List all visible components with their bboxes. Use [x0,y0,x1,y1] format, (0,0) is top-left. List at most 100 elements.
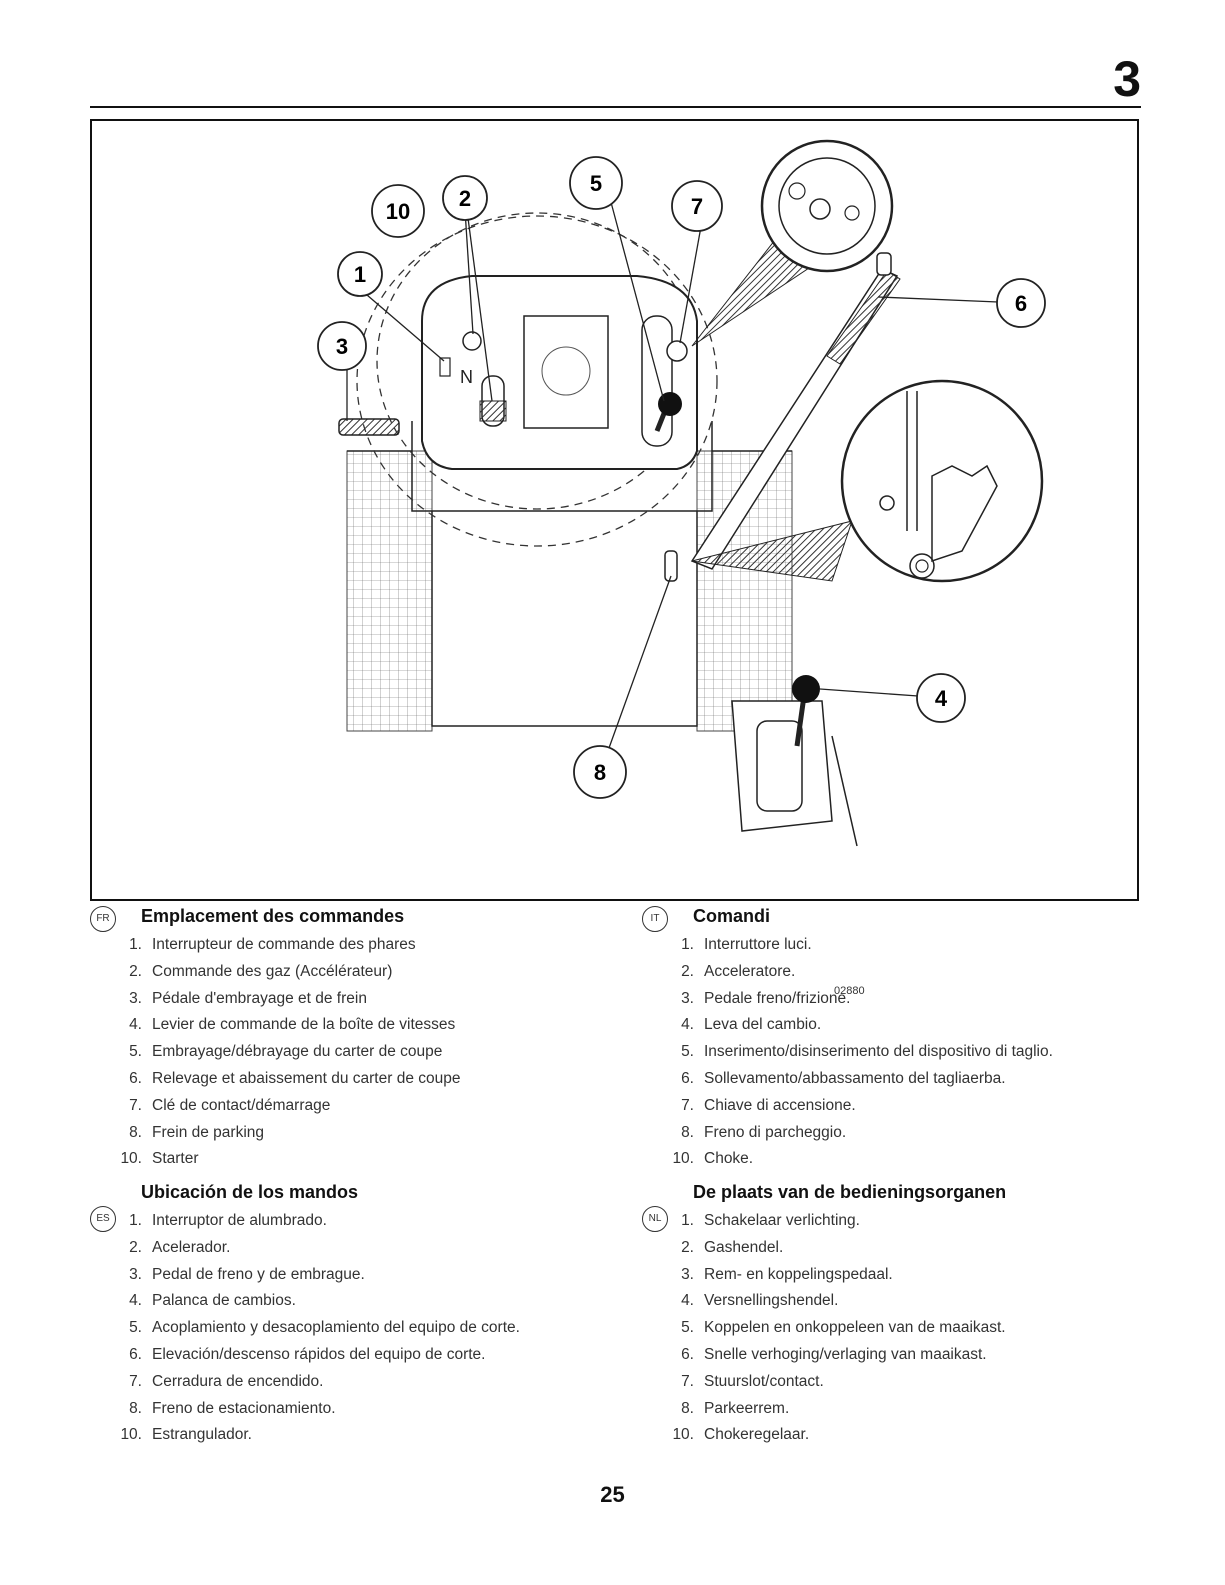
list-item: 1. Schakelaar verlichting. [642,1208,1162,1235]
item-number: 7. [129,1096,142,1114]
item-text: Cerradura de encendido. [152,1372,324,1390]
svg-text:4: 4 [935,686,948,711]
section-title-it: Comandi [693,906,771,926]
callout-5: 5 [569,156,623,210]
list-item: 3.Pédale d'embrayage et de frein [90,986,610,1013]
item-number: 6. [681,1069,694,1087]
item-number: 4. [681,1292,694,1310]
callout-1: 1 [337,251,383,297]
list-item: 7. Clé de contact/démarrage [90,1093,610,1120]
item-number: 6. [129,1069,142,1087]
list-item: 1.Interruttore luci. [642,932,1162,959]
item-text: Snelle verhoging/verlaging van maaikast. [704,1345,987,1363]
list-item: 4. Versnellingshendel. [642,1288,1162,1315]
svg-text:7: 7 [691,194,703,219]
list-item: 3. Rem- en koppelingspedaal. [642,1262,1162,1289]
list-item: 10.Choke. [642,1146,1162,1173]
ignition-key-icon [666,340,688,362]
item-text: Sollevamento/abbassamento del tagliaerba… [704,1069,1006,1087]
item-number: 6. [681,1345,694,1363]
lang-badge-it: IT [642,906,668,932]
list-item: 5.Inserimento/disinserimento del disposi… [642,1039,1162,1066]
item-text: Schakelaar verlichting. [704,1212,860,1229]
svg-text:6: 6 [1015,291,1027,316]
item-number: 4. [129,1016,142,1034]
callout-3: 3 [317,321,367,371]
list-item: 7. Cerradura de encendido. [90,1369,610,1396]
item-text: Leva del cambio. [704,1016,822,1034]
header-rule [90,106,1141,108]
item-text: Elevación/descenso rápidos del equipo de… [152,1345,486,1363]
item-text: Frein de parking [152,1123,265,1141]
svg-text:10: 10 [386,199,410,224]
item-text: Levier de commande de la boîte de vitess… [152,1016,456,1034]
floorboards [346,450,793,732]
list-item: 3.Pedale freno/frizione. [642,986,1162,1013]
item-number: 1. [681,1212,694,1229]
item-number: 10. [120,1150,142,1168]
item-list-nl: 1. Schakelaar verlichting. 2. Gashendel. 3. R… [642,1208,1162,1449]
item-text: Koppelen en onkoppeleen van de maaikast. [704,1319,1006,1337]
section-es: ES Ubicación de los mandos 1.Interruptor… [90,1182,610,1449]
item-text: Gashendel. [704,1238,784,1256]
item-text: Rem- en koppelingspedaal. [704,1265,893,1283]
deck-clutch-lever-icon [641,315,682,447]
machine-body [347,421,792,727]
list-item: 6. Sollevamento/abbassamento del tagliaer… [642,1066,1162,1093]
item-number: 5. [681,1043,694,1061]
deck-lift-lever-icon [690,252,901,570]
item-number: 2. [681,1238,694,1256]
list-item: 5. Koppelen en onkoppeleen van de maaikas… [642,1315,1162,1342]
item-list-es: 1.Interruptor de alumbrado.2.Acelerador.… [90,1208,610,1449]
item-number: 2. [129,1238,142,1256]
item-text: Clé de contact/démarrage [152,1096,331,1114]
item-text: Interrupteur de commande des phares [152,936,416,953]
choke-knob-icon [462,331,482,351]
list-item: 3.Pedal de freno y de embrague. [90,1262,610,1289]
list-item: 1.Interruptor de alumbrado. [90,1208,610,1235]
item-text: Interruttore luci. [704,936,812,953]
item-number: 7. [129,1372,142,1390]
lang-badge-nl: NL [642,1206,668,1232]
item-number: 8. [129,1123,142,1141]
item-text: Chiave di accensione. [704,1096,856,1114]
section-fr: FR Emplacement des commandes 1.Interrupt… [90,906,610,1173]
item-number: 4. [681,1016,694,1034]
page-number: 25 [600,1482,625,1507]
item-number: 5. [681,1319,694,1337]
list-item: 7. Chiave di accensione. [642,1093,1162,1120]
section-nl: NL De plaats van de bedieningsorganen 1.… [642,1182,1162,1449]
throttle-lever-icon [479,375,507,427]
item-number: 2. [681,962,694,980]
item-text: Acceleratore. [704,962,796,980]
callout-2: 2 [442,175,488,221]
item-number: 8. [129,1399,142,1417]
list-item: 2. Gashendel. [642,1235,1162,1262]
callout-6: 6 [996,278,1046,328]
list-item: 5.Acoplamiento y desacoplamiento del equ… [90,1315,610,1342]
svg-text:3: 3 [336,334,348,359]
leader-lines [346,190,999,749]
list-item: 8.Freno de estacionamiento. [90,1396,610,1423]
svg-text:N: N [460,367,473,387]
svg-text:5: 5 [590,171,602,196]
item-number: 8. [681,1399,694,1417]
svg-text:1: 1 [354,262,366,287]
list-item: 6. Snelle verhoging/verlaging van maaikas… [642,1342,1162,1369]
list-item: 8.Parkeerrem. [642,1396,1162,1423]
light-switch-icon: N [439,357,473,387]
item-number: 7. [681,1372,694,1390]
item-text: Pédale d'embrayage et de frein [152,989,367,1007]
item-text: Embrayage/débrayage du carter de coupe [152,1043,443,1061]
item-text: Versnellingshendel. [704,1292,839,1310]
item-number: 3. [681,1265,694,1283]
list-item: 1.Interrupteur de commande des phares [90,932,610,959]
callout-7: 7 [671,180,723,232]
item-number: 7. [681,1096,694,1114]
list-item: 10.Estrangulador. [90,1422,610,1449]
item-text: Stuurslot/contact. [704,1372,824,1390]
item-number: 10. [672,1426,694,1444]
list-item: 4.Palanca de cambios. [90,1288,610,1315]
list-item: 4. Leva del cambio. [642,1012,1162,1039]
